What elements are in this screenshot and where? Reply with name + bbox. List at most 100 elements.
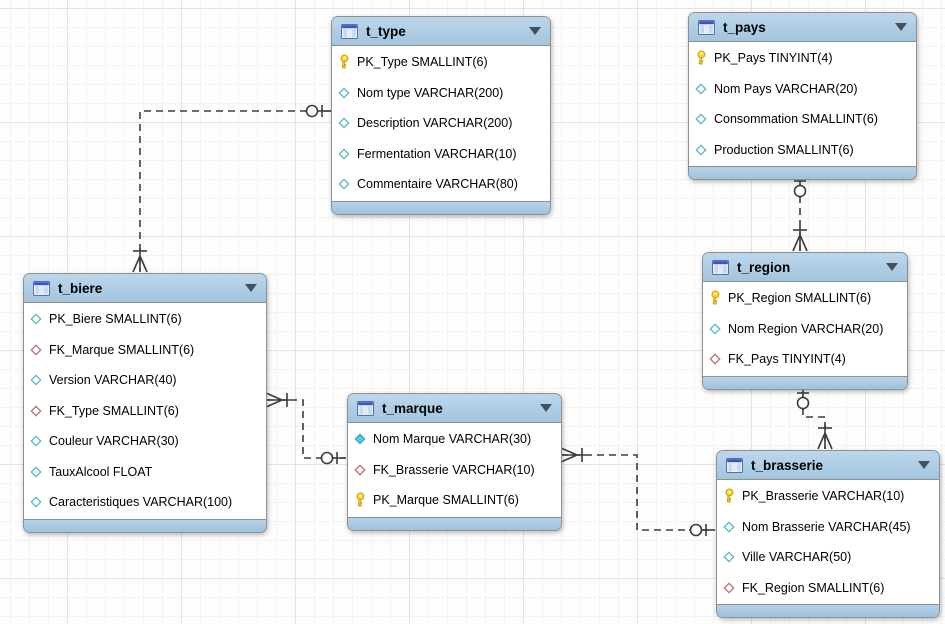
column-label: Fermentation VARCHAR(10): [357, 146, 517, 161]
collapse-arrow-icon[interactable]: [245, 284, 257, 292]
column-row[interactable]: Production SMALLINT(6): [689, 135, 916, 166]
column-row[interactable]: Caracteristiques VARCHAR(100): [24, 487, 266, 518]
column-row[interactable]: Nom Marque VARCHAR(30): [348, 424, 561, 455]
diamond-teal-icon: [694, 142, 708, 157]
diamond-teal-icon: [722, 550, 736, 565]
collapse-arrow-icon[interactable]: [529, 27, 541, 35]
diamond-teal-icon: [722, 519, 736, 534]
diamond-red-icon: [722, 580, 736, 595]
cardinality-one-many-icon: [265, 392, 290, 408]
relationship-t_marque-t_brasserie[interactable]: [560, 447, 715, 537]
diamond-teal-icon: [337, 177, 351, 192]
column-row[interactable]: Commentaire VARCHAR(80): [332, 169, 550, 200]
relationship-t_biere-t_type[interactable]: [132, 104, 331, 273]
column-row[interactable]: PK_Brasserie VARCHAR(10): [717, 481, 939, 512]
column-label: Nom Brasserie VARCHAR(45): [742, 519, 911, 534]
table-columns: PK_Type SMALLINT(6) Nom type VARCHAR(200)…: [332, 46, 550, 201]
column-row[interactable]: Description VARCHAR(200): [332, 108, 550, 139]
column-label: Caracteristiques VARCHAR(100): [49, 495, 233, 510]
diamond-red-icon: [353, 462, 367, 477]
column-row[interactable]: FK_Pays TINYINT(4): [703, 344, 907, 375]
table-header[interactable]: t_brasserie: [717, 451, 939, 480]
column-label: Description VARCHAR(200): [357, 116, 513, 131]
diamond-red-icon: [708, 352, 722, 367]
cardinality-one-many-icon: [817, 425, 833, 450]
column-row[interactable]: PK_Biere SMALLINT(6): [24, 304, 266, 335]
cardinality-zero-one-icon: [689, 523, 715, 537]
diamond-teal-icon: [29, 373, 43, 388]
diamond-teal-icon: [29, 312, 43, 327]
column-label: TauxAlcool FLOAT: [49, 464, 153, 479]
table-title: t_type: [366, 23, 406, 39]
column-label: PK_Region SMALLINT(6): [728, 291, 872, 306]
primary-key-icon: [353, 492, 367, 508]
column-label: FK_Type SMALLINT(6): [49, 403, 179, 418]
table-columns: PK_Region SMALLINT(6) Nom Region VARCHAR(…: [703, 282, 907, 376]
table-columns: PK_Brasserie VARCHAR(10) Nom Brasserie VA…: [717, 480, 939, 604]
column-label: Commentaire VARCHAR(80): [357, 177, 518, 192]
table-header[interactable]: t_biere: [24, 274, 266, 303]
table-header[interactable]: t_region: [703, 253, 907, 282]
column-row[interactable]: Couleur VARCHAR(30): [24, 426, 266, 457]
cardinality-zero-one-icon: [305, 104, 331, 118]
table-header[interactable]: t_marque: [348, 394, 561, 423]
column-row[interactable]: Fermentation VARCHAR(10): [332, 139, 550, 170]
primary-key-icon: [337, 54, 351, 70]
collapse-arrow-icon[interactable]: [540, 404, 552, 412]
column-row[interactable]: Nom Region VARCHAR(20): [703, 314, 907, 345]
table-columns: PK_Pays TINYINT(4) Nom Pays VARCHAR(20) Co…: [689, 42, 916, 166]
table-header[interactable]: t_type: [332, 17, 550, 46]
table-footer: [689, 166, 916, 179]
collapse-arrow-icon[interactable]: [886, 263, 898, 271]
table-title: t_brasserie: [751, 457, 824, 473]
cardinality-one-many-icon: [560, 447, 585, 463]
diamond-teal-icon: [337, 85, 351, 100]
diamond-teal-icon: [29, 434, 43, 449]
diamond-red-icon: [29, 342, 43, 357]
column-row[interactable]: Consommation SMALLINT(6): [689, 104, 916, 135]
column-row[interactable]: PK_Pays TINYINT(4): [689, 43, 916, 74]
column-row[interactable]: FK_Type SMALLINT(6): [24, 396, 266, 427]
column-row[interactable]: PK_Region SMALLINT(6): [703, 283, 907, 314]
table-title: t_biere: [58, 280, 103, 296]
table-footer: [332, 200, 550, 214]
column-row[interactable]: Nom Brasserie VARCHAR(45): [717, 512, 939, 543]
table-header[interactable]: t_pays: [689, 13, 916, 42]
table-icon: [341, 23, 358, 39]
column-row[interactable]: FK_Region SMALLINT(6): [717, 573, 939, 604]
collapse-arrow-icon[interactable]: [895, 23, 907, 31]
column-label: Nom Pays VARCHAR(20): [714, 81, 858, 96]
column-label: Nom Marque VARCHAR(30): [373, 432, 532, 447]
table-columns: Nom Marque VARCHAR(30) FK_Brasserie VARCH…: [348, 423, 561, 517]
diamond-teal-icon: [337, 116, 351, 131]
table-title: t_marque: [382, 400, 443, 416]
column-row[interactable]: TauxAlcool FLOAT: [24, 457, 266, 488]
column-label: Nom type VARCHAR(200): [357, 85, 504, 100]
diamond-teal-icon: [337, 146, 351, 161]
relationship-t_pays-t_region[interactable]: [792, 172, 808, 252]
column-row[interactable]: PK_Marque SMALLINT(6): [348, 485, 561, 516]
column-row[interactable]: FK_Marque SMALLINT(6): [24, 335, 266, 366]
table-footer: [24, 518, 266, 532]
column-row[interactable]: FK_Brasserie VARCHAR(10): [348, 455, 561, 486]
column-row[interactable]: PK_Type SMALLINT(6): [332, 47, 550, 78]
column-row[interactable]: Nom type VARCHAR(200): [332, 78, 550, 109]
column-label: FK_Pays TINYINT(4): [728, 352, 846, 367]
column-row[interactable]: Ville VARCHAR(50): [717, 542, 939, 573]
relationship-t_region-t_brasserie[interactable]: [796, 384, 833, 450]
table-footer: [348, 516, 561, 530]
column-row[interactable]: Version VARCHAR(40): [24, 365, 266, 396]
column-row[interactable]: Nom Pays VARCHAR(20): [689, 74, 916, 105]
collapse-arrow-icon[interactable]: [918, 461, 930, 469]
table-icon: [357, 400, 374, 416]
table-icon: [726, 457, 743, 473]
column-label: PK_Marque SMALLINT(6): [373, 493, 519, 508]
relationship-t_biere-t_marque[interactable]: [265, 392, 346, 465]
